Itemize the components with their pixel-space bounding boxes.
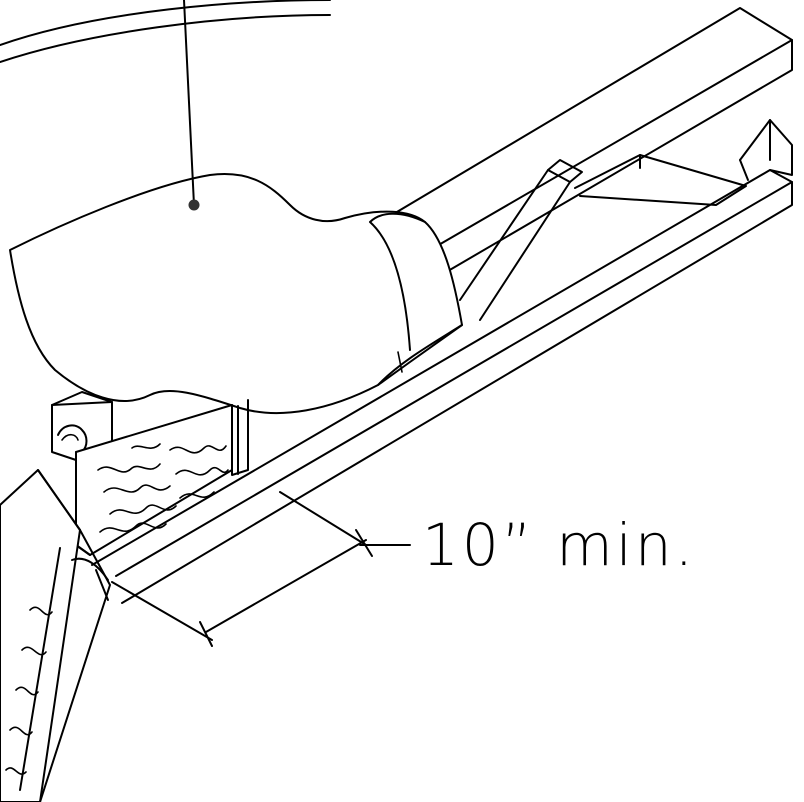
rafter-member: [0, 469, 111, 802]
dimension-label: 10” min.: [422, 511, 696, 579]
top-chord: [379, 7, 793, 279]
truss-webs: [459, 119, 793, 321]
dimension-10-min: 10” min.: [111, 491, 696, 647]
wall-top-plate: [51, 391, 249, 476]
leader-dot: [188, 199, 200, 211]
top-arc-fragment: [0, 0, 331, 63]
insulation-baffle: [9, 173, 463, 415]
leader-line: [183, 0, 200, 211]
